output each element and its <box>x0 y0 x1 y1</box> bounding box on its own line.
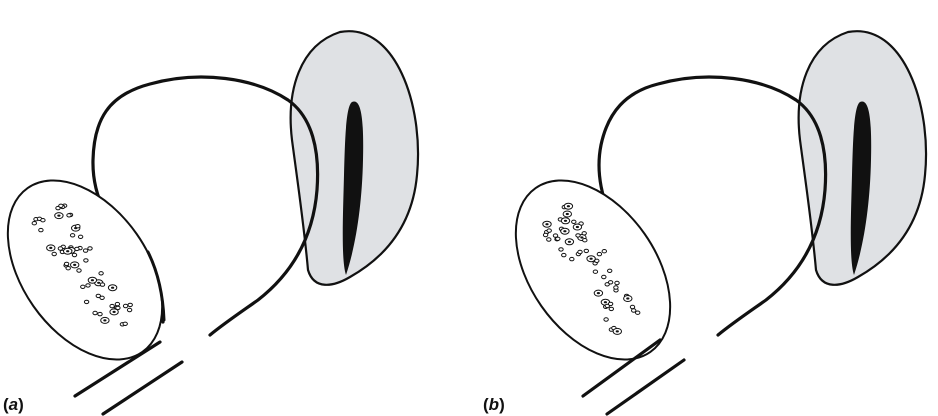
cell-dot <box>576 234 580 237</box>
cell-dot <box>128 303 132 306</box>
cell-dot <box>597 252 601 255</box>
cell-dot <box>98 312 102 315</box>
panel-a: (a) <box>0 31 418 414</box>
cell-dot <box>547 238 551 241</box>
cell-dot-core <box>57 215 60 217</box>
cell-dot-core <box>626 297 629 299</box>
cell-dot <box>83 249 87 252</box>
cell-dot <box>609 307 613 310</box>
cell-dot <box>123 322 127 325</box>
cell-dot-core <box>545 223 548 225</box>
cell-dot <box>58 247 62 250</box>
cell-dot <box>559 248 563 251</box>
cell-dot <box>572 220 576 223</box>
cell-dot-core <box>73 264 76 266</box>
cell-dot <box>84 259 88 262</box>
cell-dot <box>76 225 80 228</box>
cell-dot <box>81 285 85 288</box>
cell-dot <box>602 250 606 253</box>
cell-dot <box>100 296 104 299</box>
cell-dot-core <box>566 213 569 215</box>
cell-dot-core <box>113 311 116 313</box>
cell-dot <box>59 204 63 207</box>
cell-dot <box>123 304 127 307</box>
cell-dot <box>70 234 74 237</box>
panel-b: (b) <box>483 31 926 414</box>
cell-dot <box>41 219 45 222</box>
cell-dot <box>604 318 608 321</box>
cell-dot <box>66 267 70 270</box>
cell-dot-core <box>66 250 69 252</box>
cell-dot <box>72 253 76 256</box>
cell-dot <box>630 305 634 308</box>
cell-dot <box>593 270 597 273</box>
cell-dot <box>615 281 619 284</box>
panel-label-a: (a) <box>3 395 24 414</box>
cell-dot-core <box>111 287 114 289</box>
cell-dot <box>67 214 71 217</box>
cell-dot <box>127 308 131 311</box>
cell-dot-core <box>576 226 579 228</box>
cell-dot <box>115 302 119 305</box>
cell-dot <box>578 250 582 253</box>
cell-dot <box>608 269 612 272</box>
cell-dot-core <box>567 205 570 207</box>
cell-dot <box>562 253 566 256</box>
tube-line-lower-b <box>607 360 684 414</box>
cell-dot <box>632 309 636 312</box>
cell-dot <box>52 252 56 255</box>
cell-dot-core <box>580 236 583 238</box>
cell-dot <box>602 275 606 278</box>
cell-dot <box>543 233 547 236</box>
cell-dot-core <box>597 292 600 294</box>
cell-dot <box>88 247 92 250</box>
cell-dot-core <box>91 279 94 281</box>
cell-dot <box>64 262 68 265</box>
cell-dot-core <box>103 319 106 321</box>
cell-dot <box>99 272 103 275</box>
cell-dot <box>582 232 586 235</box>
cell-dot <box>110 304 114 307</box>
cell-dot-core <box>564 220 567 222</box>
cell-dot <box>86 284 90 287</box>
dotted-oval-b <box>484 152 702 388</box>
cell-dot-core <box>616 330 619 332</box>
cell-dot <box>608 302 612 305</box>
cell-dot <box>553 234 557 237</box>
cell-dot <box>584 249 588 252</box>
cell-dot <box>570 257 574 260</box>
cell-dot-core <box>568 241 571 243</box>
cell-dot <box>614 286 618 289</box>
cell-dot <box>78 235 82 238</box>
cell-dot <box>32 222 36 225</box>
cell-dot <box>100 283 104 286</box>
cell-dot-core <box>49 247 52 249</box>
cell-dot <box>547 229 551 232</box>
cell-dot <box>93 311 97 314</box>
cell-dot-core <box>604 301 607 303</box>
cell-dot <box>77 269 81 272</box>
cell-dot-core <box>590 258 593 260</box>
cell-dot <box>608 281 612 284</box>
cell-dot-core <box>97 282 100 284</box>
cell-dot <box>583 239 587 242</box>
cell-dot <box>84 300 88 303</box>
cell-dot <box>39 228 43 231</box>
cell-dot-core <box>563 230 566 232</box>
panel-label-b: (b) <box>483 395 505 414</box>
